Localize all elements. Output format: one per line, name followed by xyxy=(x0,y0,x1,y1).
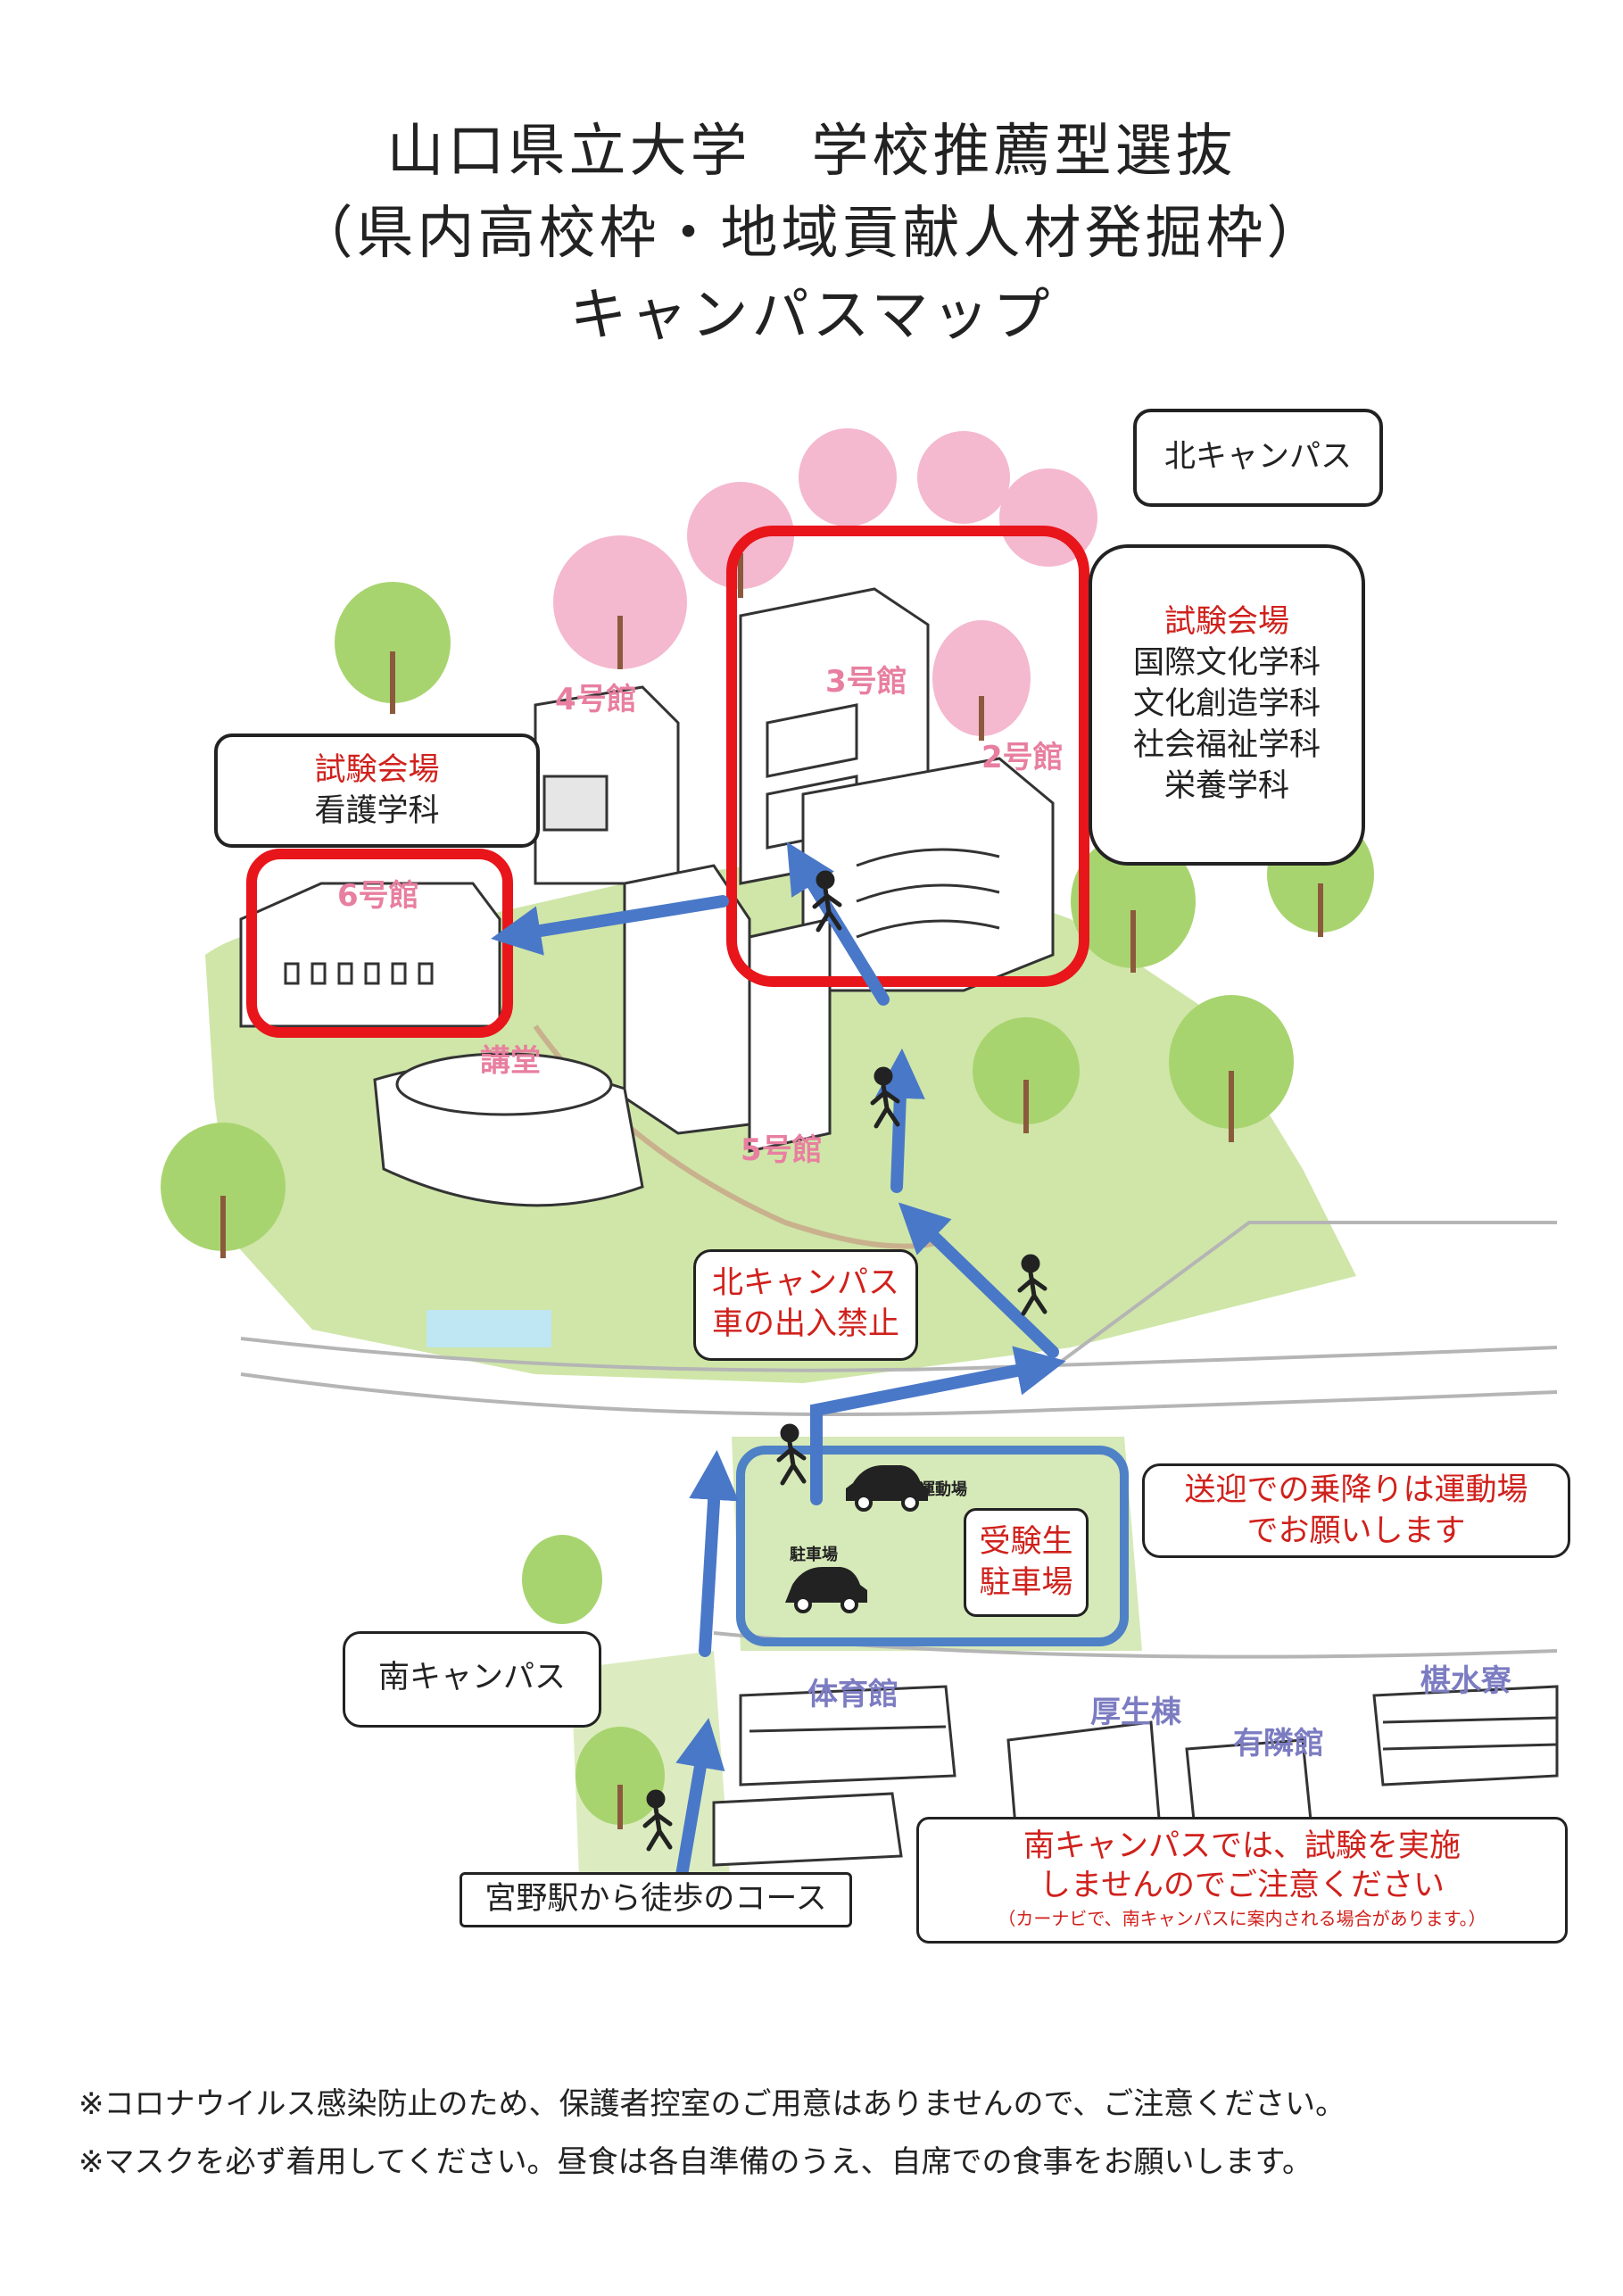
walking-person-icon xyxy=(642,870,1047,1852)
walking-course-callout: 宮野駅から徒歩のコース xyxy=(460,1872,852,1927)
south-warning-line-2: しませんのでご注意ください xyxy=(1039,1868,1445,1903)
applicant-parking-line-2: 駐車場 xyxy=(979,1565,1073,1601)
department-nursing: 看護学科 xyxy=(314,793,440,829)
gymnasium xyxy=(739,1685,956,1786)
label-welfare: 厚生棟 xyxy=(1090,1695,1182,1730)
main-road-edge xyxy=(240,1372,1558,1416)
note-1: ※コロナウイルス感染防止のため、保護者控室のご用意はありませんので、ご注意くださ… xyxy=(79,2086,1346,2122)
exam-venue-right-callout: 試験会場 国際文化学科 文化創造学科 社会福祉学科 栄養学科 xyxy=(1089,544,1365,866)
applicant-parking-callout: 受験生 駐車場 xyxy=(964,1508,1089,1617)
campus-map: 4号館 3号館 2号館 6号館 講堂 5号館 体育館 厚生棟 有隣館 椹水寮 運… xyxy=(161,428,1559,1902)
building-4 xyxy=(534,685,680,885)
car-icon xyxy=(785,1567,867,1613)
exam-venue-frame-buildings-2-3 xyxy=(726,526,1089,987)
applicant-parking-line-1: 受験生 xyxy=(979,1524,1073,1560)
main-road xyxy=(240,1337,1558,1372)
walking-route-arrows xyxy=(491,841,1066,1902)
south-warning-line-1: 南キャンパスでは、試験を実施 xyxy=(1023,1828,1461,1864)
north-campus-callout: 北キャンパス xyxy=(1133,409,1383,507)
drop-off-callout: 送迎での乗降りは運動場 でお願いします xyxy=(1142,1463,1570,1558)
title-line-3: キャンパスマップ xyxy=(569,283,1054,349)
label-gymnasium: 体育館 xyxy=(807,1677,898,1712)
pond xyxy=(426,1310,551,1347)
label-building-5: 5号館 xyxy=(741,1132,823,1168)
department-3: 社会福祉学科 xyxy=(1132,727,1321,763)
lower-building xyxy=(712,1792,903,1867)
label-parking-lot: 駐車場 xyxy=(790,1545,838,1564)
no-vehicles-callout: 北キャンパス 車の出入禁止 xyxy=(693,1249,918,1361)
title-line-1: 山口県立大学 学校推薦型選抜 xyxy=(386,119,1237,185)
label-yurin: 有隣館 xyxy=(1233,1726,1324,1761)
exam-venue-left-callout: 試験会場 看護学科 xyxy=(214,734,540,848)
south-campus-callout: 南キャンパス xyxy=(343,1631,601,1728)
car-icon xyxy=(846,1465,928,1512)
building-2 xyxy=(801,757,1055,992)
drop-off-line-2: でお願いします xyxy=(1246,1513,1466,1549)
south-campus-warning-callout: 南キャンパスでは、試験を実施 しませんのでご注意ください （カーナビで、南キャン… xyxy=(916,1817,1568,1944)
drop-off-line-1: 送迎での乗降りは運動場 xyxy=(1184,1472,1528,1508)
department-2: 文化創造学科 xyxy=(1132,686,1321,722)
label-sports-ground: 運動場 xyxy=(919,1480,967,1499)
note-2: ※マスクを必ず着用してください。昼食は各自準備のうえ、自席での食事をお願いします… xyxy=(79,2144,1313,2180)
label-dormitory: 椹水寮 xyxy=(1420,1663,1511,1699)
department-1: 国際文化学科 xyxy=(1132,645,1321,681)
south-warning-sub: （カーナビで、南キャンパスに案内される場合があります。） xyxy=(998,1908,1486,1929)
label-building-2: 2号館 xyxy=(981,740,1064,775)
exam-venue-heading: 試験会場 xyxy=(1163,604,1289,640)
dormitory xyxy=(1372,1685,1559,1786)
east-road xyxy=(1042,1221,1557,1376)
department-4: 栄養学科 xyxy=(1163,768,1289,804)
walking-course-label: 宮野駅から徒歩のコース xyxy=(484,1881,827,1917)
north-campus-label: 北キャンパス xyxy=(1163,439,1352,475)
applicant-parking-frame xyxy=(736,1446,1129,1646)
label-building-4: 4号館 xyxy=(555,682,637,717)
exam-venue-heading: 試験会場 xyxy=(314,752,440,788)
no-vehicles-line-1: 北キャンパス xyxy=(711,1265,899,1301)
label-building-6: 6号館 xyxy=(337,878,419,914)
auditorium xyxy=(373,1052,644,1207)
building-6 xyxy=(239,882,501,1028)
title-line-2: （県内高校枠・地域貢献人材発掘枠） xyxy=(295,201,1328,267)
label-building-3: 3号館 xyxy=(825,664,907,700)
label-auditorium: 講堂 xyxy=(480,1043,541,1079)
south-campus-label: 南キャンパス xyxy=(377,1660,566,1695)
no-vehicles-line-2: 車の出入禁止 xyxy=(711,1306,899,1342)
cherry-tree-trunks xyxy=(617,553,984,741)
